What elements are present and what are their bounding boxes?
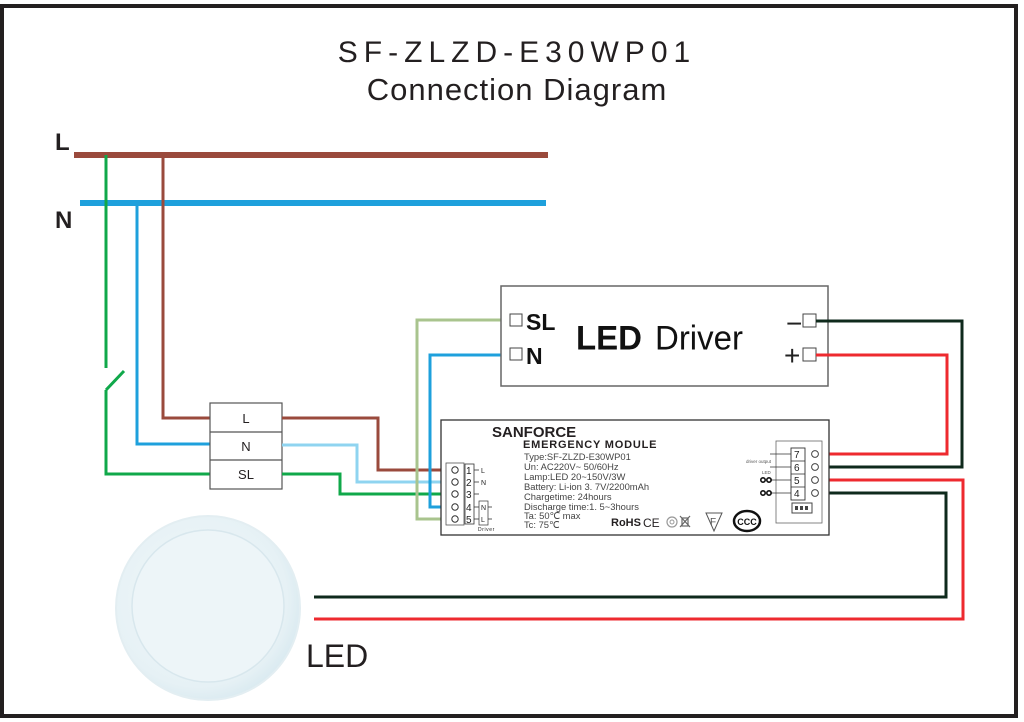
- spec-lamp: Lamp:LED 20~150V/3W: [524, 471, 626, 482]
- terminal-block-row-l: L: [242, 411, 249, 426]
- module-input-label-2: N: [481, 480, 486, 487]
- svg-text:F: F: [710, 517, 716, 528]
- led-connector-icon: [759, 476, 772, 496]
- spec-discharge-time: Discharge time:1. 5~3hours: [524, 501, 639, 512]
- module-input-screw-3: [451, 490, 459, 498]
- ce-mark: CE: [643, 516, 660, 530]
- module-input-num-4: 4: [466, 503, 472, 514]
- module-output-screw-7: [811, 450, 819, 458]
- driver-title-driver: Driver: [655, 319, 743, 358]
- driver-sl-label: SL: [526, 309, 555, 335]
- module-output-screw-4: [811, 489, 819, 497]
- line-drop-wire: [161, 155, 212, 420]
- spec-battery: Battery: Li-ion 3. 7V/2200mAh: [524, 481, 649, 492]
- module-spec-list: Type:SF-ZLZD-E30WP01 Un: AC220V~ 50/60Hz…: [524, 451, 649, 530]
- module-input-screw-4: [451, 503, 459, 511]
- led-panel-lamp-icon: [115, 515, 301, 701]
- wall-switch-icon: [104, 369, 126, 392]
- neutral-to-module-wire: [282, 443, 455, 484]
- module-input-num-1: 1: [466, 466, 472, 477]
- line-label: L: [55, 129, 70, 156]
- diagram-subtitle: Connection Diagram: [367, 72, 668, 107]
- module-input-label-5: L: [481, 517, 485, 524]
- module-output-num-6: 6: [794, 463, 800, 474]
- driver-n-label: N: [526, 343, 543, 369]
- svg-text:CCC: CCC: [737, 517, 757, 527]
- diagram-model-title: SF-ZLZD-E30WP01: [338, 36, 696, 69]
- spec-type: Type:SF-ZLZD-E30WP01: [524, 451, 631, 462]
- ccc-mark-icon: CCC: [732, 509, 762, 533]
- module-input-label-4: N: [481, 505, 486, 512]
- driver-plus-label: +: [784, 340, 800, 371]
- module-input-label-1: L: [481, 468, 485, 475]
- terminal-block-row-n: N: [241, 439, 250, 454]
- terminal-block: L N SL: [209, 402, 283, 490]
- module-name: EMERGENCY MODULE: [523, 439, 657, 451]
- module-output-screw-6: [811, 463, 819, 471]
- spec-tc: Tc: 75℃: [524, 519, 560, 530]
- battery-connector-icon: [791, 502, 813, 514]
- switched-line-lower-wire: [104, 390, 212, 476]
- module-input-screw-5: [451, 515, 459, 523]
- module-output-screw-5: [811, 476, 819, 484]
- recycle-icon: [666, 516, 678, 528]
- neutral-drop-wire: [135, 203, 212, 446]
- module-input-screw-1: [451, 466, 459, 474]
- weee-bin-icon: [679, 515, 691, 528]
- neutral-label: N: [55, 207, 72, 234]
- driver-minus-terminal: [802, 313, 817, 328]
- spec-ta: Ta: 50℃ max: [524, 510, 581, 521]
- driver-title-led: LED: [576, 319, 642, 358]
- driver-minus-label: −: [786, 308, 802, 339]
- module-to-driver-sl-wire: [415, 318, 512, 521]
- module-output-num-5: 5: [794, 476, 800, 487]
- module-driver-caption: Driver: [478, 527, 495, 533]
- led-driver: SL N LED Driver − +: [500, 285, 829, 387]
- module-input-num-2: 2: [466, 478, 472, 489]
- module-to-lamp-minus-wire: [314, 491, 948, 599]
- module-input-screw-2: [451, 478, 459, 486]
- module-input-num-3: 3: [466, 490, 472, 501]
- rohs-mark: RoHS: [611, 517, 641, 529]
- driver-sl-terminal: [509, 313, 523, 327]
- emergency-module: SANFORCE EMERGENCY MODULE Type:SF-ZLZD-E…: [440, 419, 830, 536]
- module-to-lamp-plus-wire: [314, 478, 965, 621]
- module-output-num-7: 7: [794, 450, 800, 461]
- lamp-label: LED: [306, 638, 368, 674]
- diagram-frame: [0, 4, 1018, 718]
- driver-minus-to-module-wire: [816, 319, 964, 469]
- driver-output-caption: driver output: [746, 459, 772, 464]
- driver-n-terminal: [509, 347, 523, 361]
- switched-to-module-wire: [282, 472, 455, 496]
- spec-charge-time: Chargetime: 24hours: [524, 491, 612, 502]
- terminal-block-row-sl: SL: [238, 467, 254, 482]
- driver-plus-terminal: [802, 347, 817, 362]
- driver-plus-to-module-wire: [816, 353, 949, 456]
- module-input-num-5: 5: [466, 515, 472, 526]
- f-mark-icon: F: [705, 512, 723, 533]
- led-output-caption: LED: [762, 470, 772, 475]
- spec-voltage: Un: AC220V~ 50/60Hz: [524, 461, 619, 472]
- module-brand: SANFORCE: [492, 424, 576, 441]
- module-output-num-4: 4: [794, 489, 800, 500]
